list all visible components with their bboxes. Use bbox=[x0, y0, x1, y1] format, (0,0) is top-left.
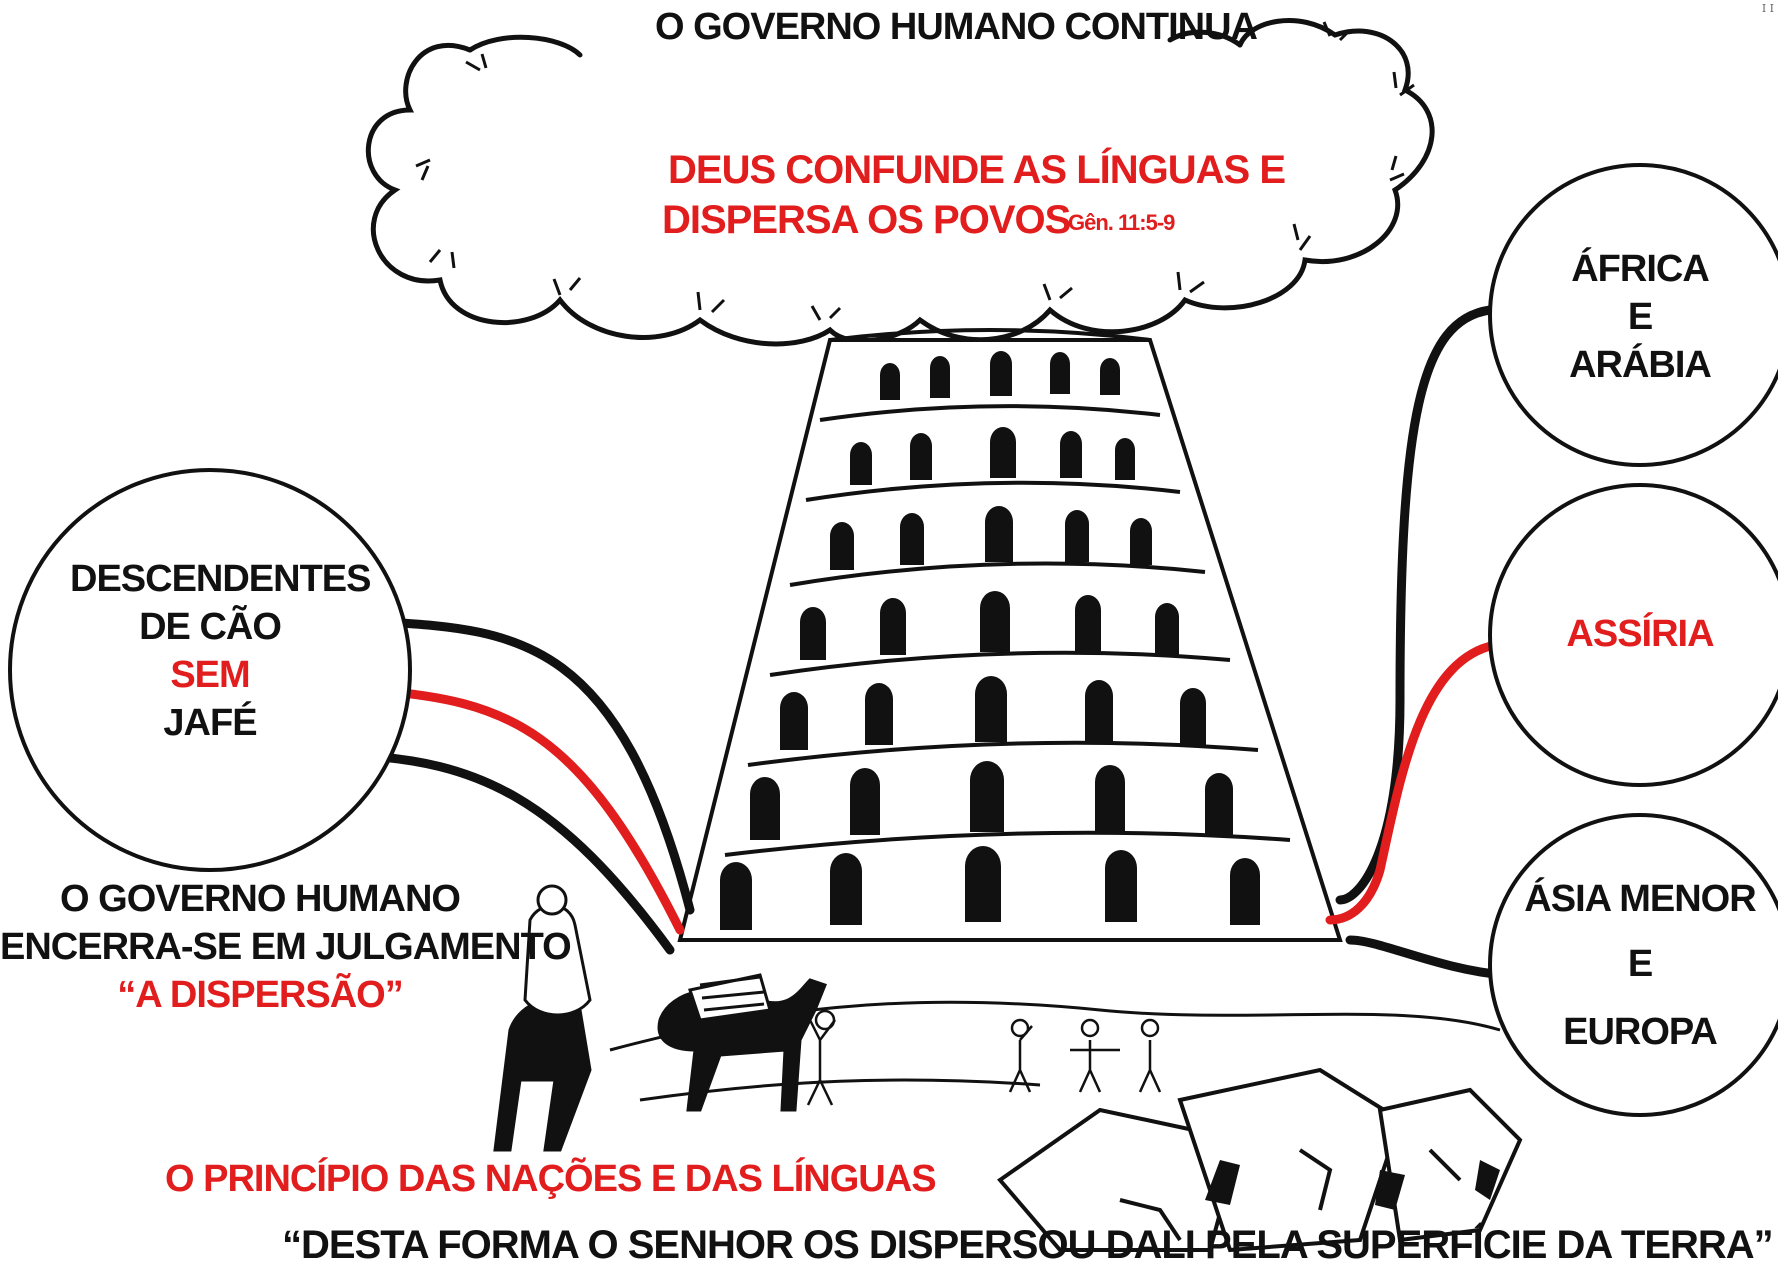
horse-rider-icon bbox=[493, 884, 592, 1152]
scripture-reference: Gên. 11:5-9 bbox=[1068, 210, 1175, 235]
judgment-line-2: ENCERRA-SE EM JULGAMENTO bbox=[0, 926, 572, 968]
left-circle-line-3: SEM bbox=[170, 654, 250, 696]
cloud-tufts bbox=[415, 21, 1415, 321]
asia-line-2: E bbox=[1627, 943, 1653, 985]
cloud-line-1: DEUS CONFUNDE AS LÍNGUAS E bbox=[668, 148, 1286, 192]
right-connector-lines bbox=[1325, 305, 1510, 980]
africa-line-3: ARÁBIA bbox=[1569, 344, 1712, 386]
left-circle-line-1: DESCENDENTES bbox=[70, 558, 372, 600]
right-circle-asia bbox=[1488, 813, 1778, 1117]
africa-line-1: ÁFRICA bbox=[1571, 248, 1710, 290]
right-circle-africa bbox=[1488, 163, 1778, 467]
tower-windows bbox=[720, 351, 1260, 930]
bottom-quote: “DESTA FORMA O SENHOR OS DISPERSOU DALI … bbox=[282, 1223, 1774, 1267]
left-circle-line-2: DE CÃO bbox=[139, 606, 282, 648]
asia-line-1: ÁSIA MENOR bbox=[1524, 878, 1756, 920]
cloud-shape bbox=[365, 18, 1435, 347]
walking-figures bbox=[806, 1009, 1162, 1106]
assyria-label: ASSÍRIA bbox=[1566, 613, 1714, 655]
africa-line-2: E bbox=[1627, 296, 1653, 338]
camel-icon bbox=[657, 973, 827, 1112]
nations-caption: O PRINCÍPIO DAS NAÇÕES E DAS LÍNGUAS bbox=[165, 1158, 937, 1200]
stone-texture bbox=[1205, 1160, 1500, 1210]
cloud-line-2: DISPERSA OS POVOS bbox=[662, 198, 1071, 242]
judgment-line-3: “A DISPERSÃO” bbox=[117, 974, 403, 1016]
asia-line-3: EUROPA bbox=[1563, 1011, 1718, 1053]
right-circle-assyria bbox=[1488, 483, 1778, 787]
judgment-line-1: O GOVERNO HUMANO bbox=[60, 878, 461, 920]
left-circle-line-4: JAFÉ bbox=[163, 702, 257, 744]
left-circle bbox=[8, 468, 412, 872]
left-connector-lines bbox=[345, 617, 695, 955]
corner-mark: I I bbox=[1761, 2, 1774, 15]
top-title: O GOVERNO HUMANO CONTINUA bbox=[655, 6, 1258, 48]
stone-blocks-icon bbox=[997, 1067, 1523, 1253]
